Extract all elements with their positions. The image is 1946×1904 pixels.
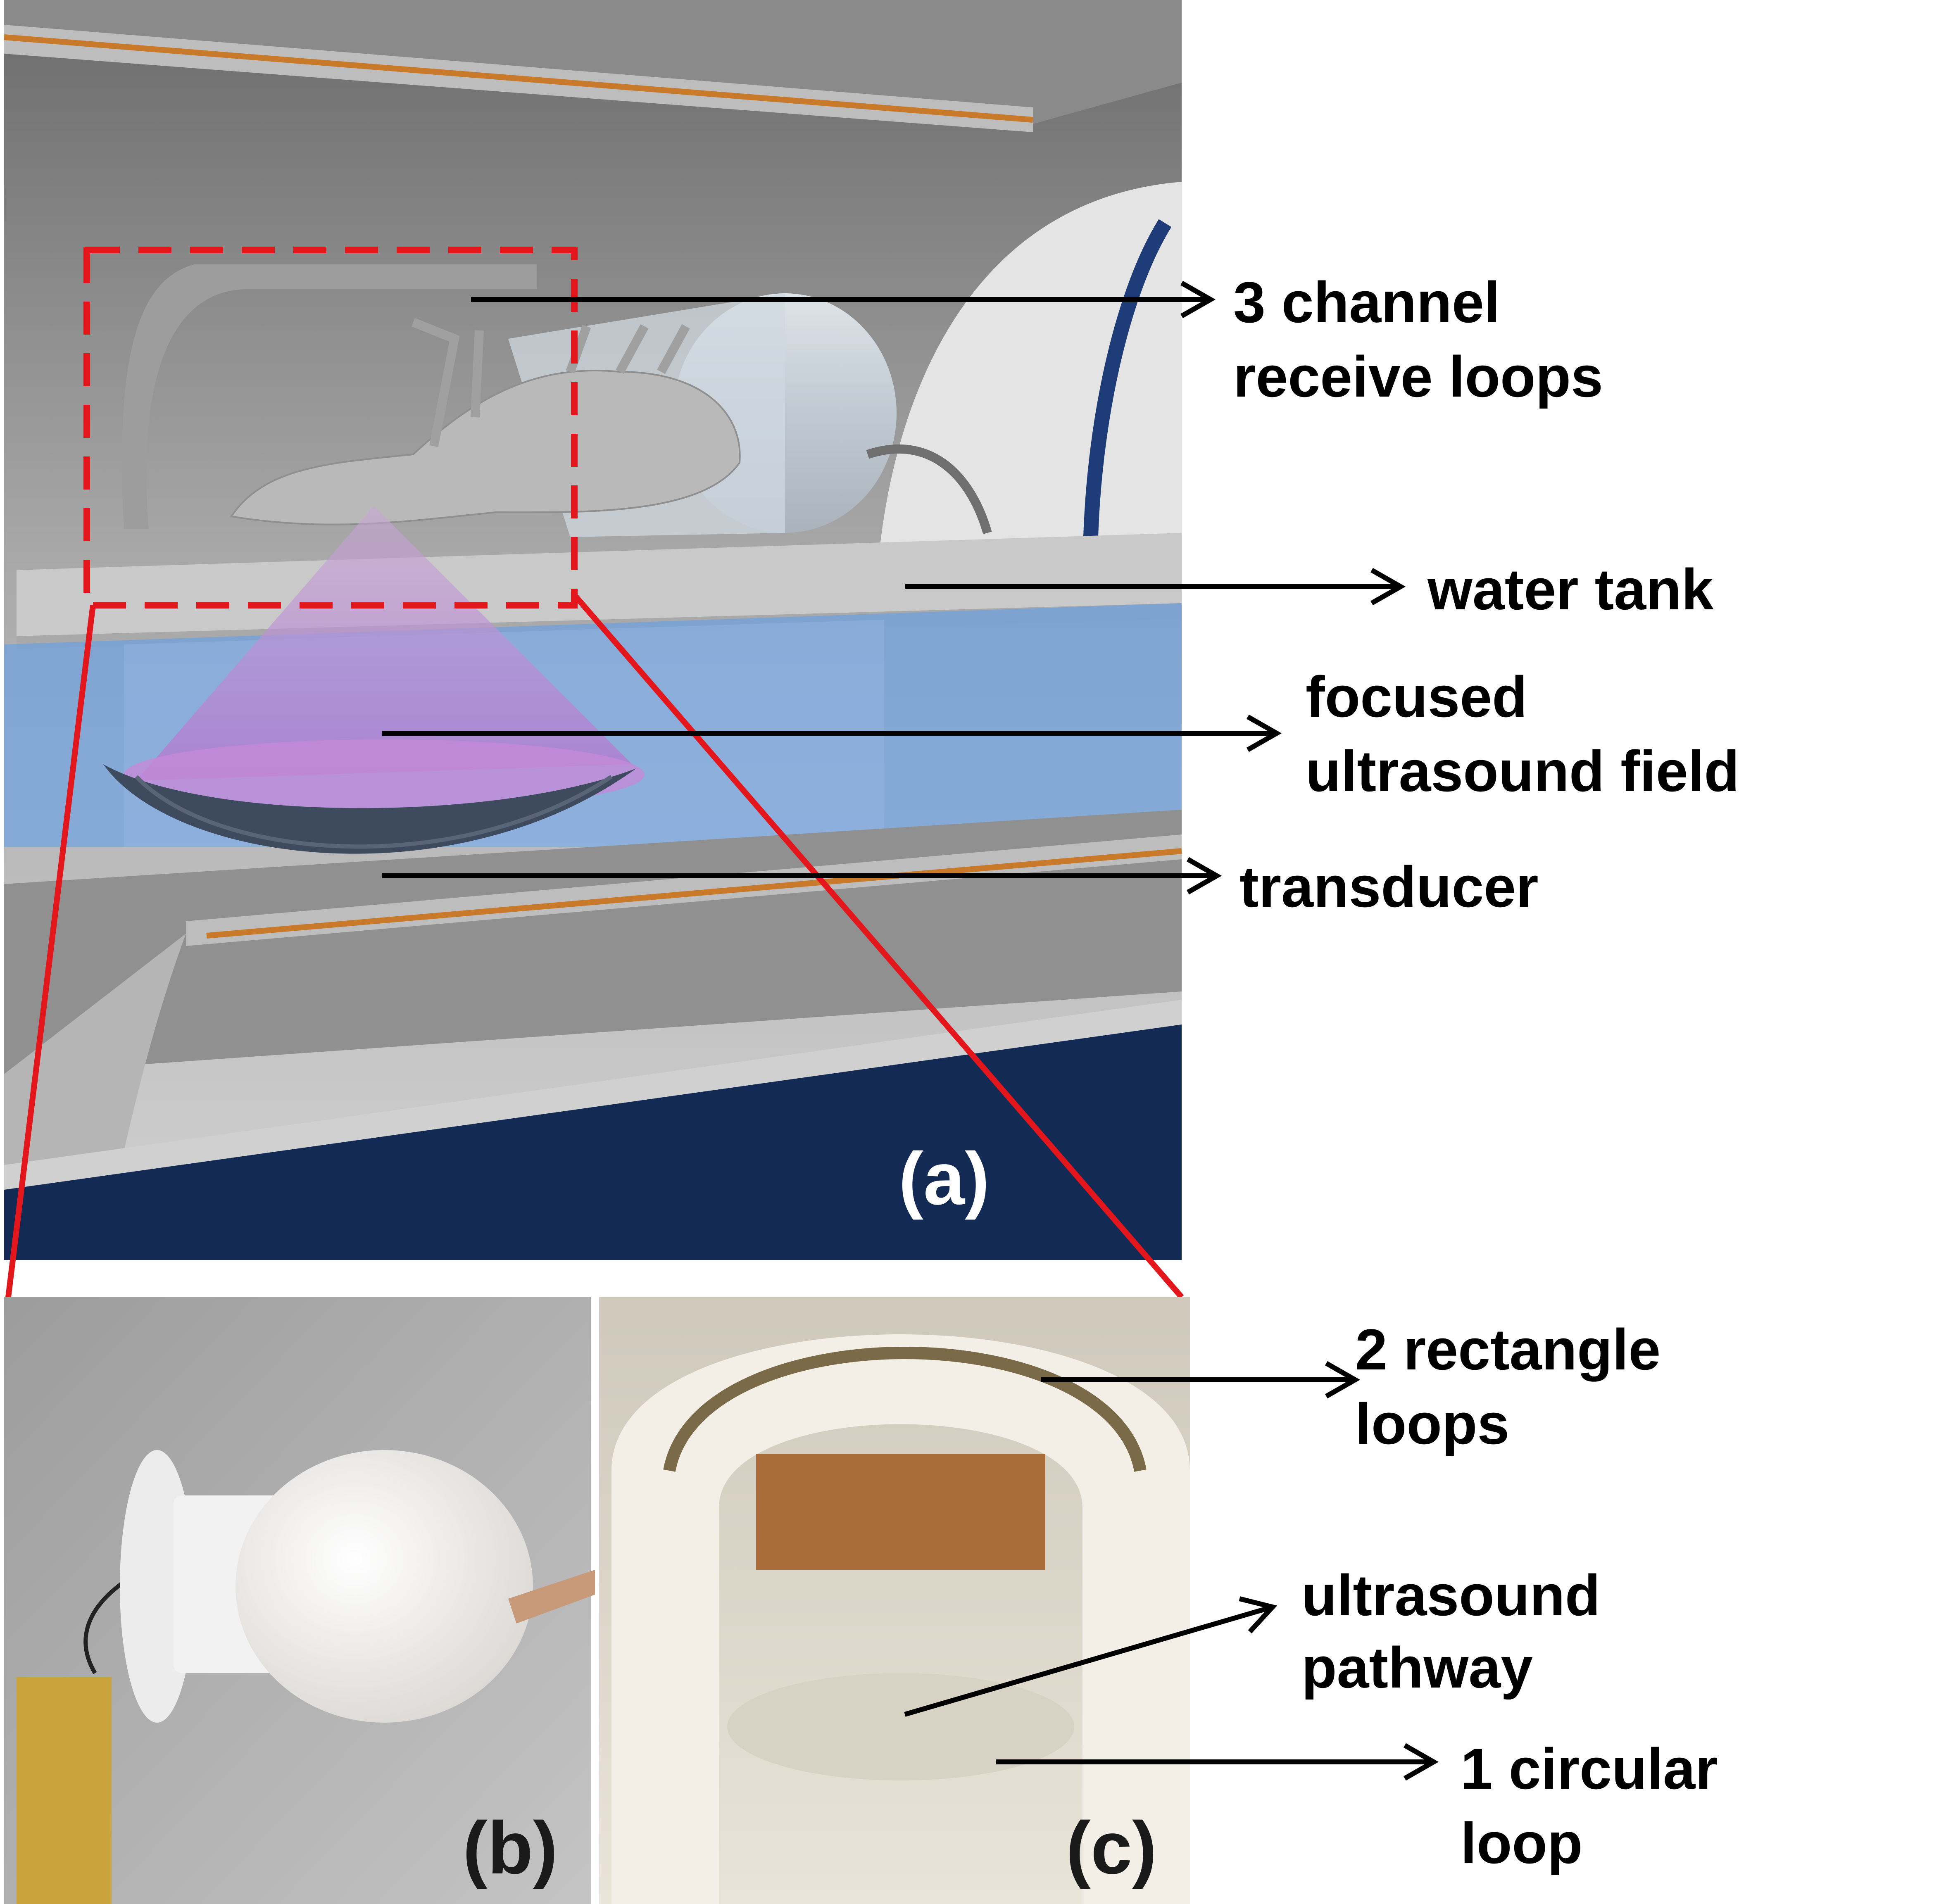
label-rectangle-loops-line1: 2 rectangle [1355,1317,1661,1382]
annotation-labels: 3 channel receive loops water tank focus… [1233,270,1739,1875]
label-receive-loops-line2: receive loops [1233,344,1603,409]
label-ultrasound-field-line2: ultrasound field [1306,739,1739,803]
panel-b-photo: (b) [4,1297,595,1904]
label-ultrasound-pathway-line2: pathway [1301,1635,1533,1700]
panel-a-illustration: (a) [4,0,1182,1260]
label-transducer: transducer [1239,854,1539,919]
label-rectangle-loops-line2: loops [1355,1391,1509,1456]
panel-a-label: (a) [899,1137,990,1220]
circuit-board [17,1677,112,1904]
label-circular-loop-line2: loop [1461,1811,1582,1875]
panel-b-label: (b) [463,1807,558,1890]
panel-c-label: (c) [1066,1807,1157,1890]
label-ultrasound-pathway-line1: ultrasound [1301,1563,1600,1628]
rat-photo [236,1450,533,1723]
opening-window [756,1454,1045,1570]
panel-c-photo: (c) [599,1297,1190,1904]
label-receive-loops-line1: 3 channel [1233,270,1500,335]
label-circular-loop-line1: 1 circular [1461,1736,1718,1801]
label-water-tank: water tank [1427,557,1714,622]
label-ultrasound-field-line1: focused [1306,664,1527,729]
